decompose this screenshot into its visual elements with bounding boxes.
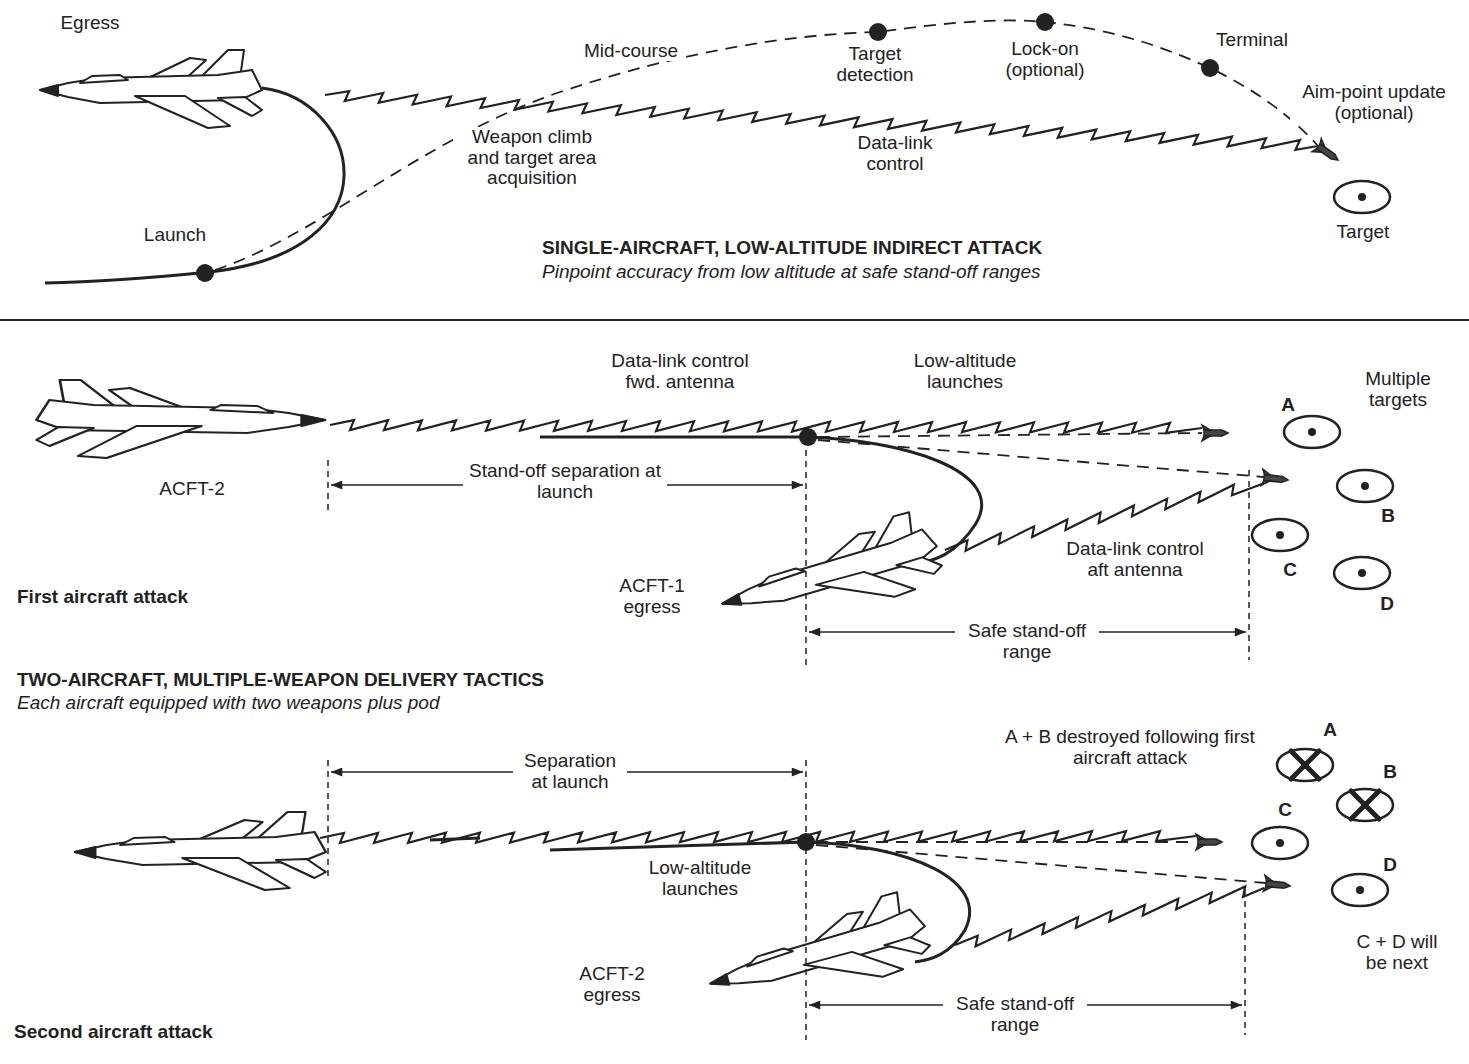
data-link-bolt	[330, 420, 1202, 433]
target-ring	[1335, 787, 1395, 823]
target-ring	[1330, 872, 1390, 908]
event-dots	[196, 13, 1219, 851]
target-letter: B	[1379, 506, 1397, 527]
annotation-label: Separation at launch	[513, 751, 627, 793]
target-circle: Target	[1332, 179, 1392, 215]
annotation-label: Aim-point update (optional)	[1290, 82, 1459, 124]
divider-line	[0, 320, 1469, 321]
target-ring	[1250, 825, 1310, 861]
annotation-label: ACFT-2 egress	[570, 964, 654, 1006]
target-circle: A	[1275, 747, 1335, 783]
target-letter: C	[1281, 560, 1299, 581]
annotation-label: Lock-on (optional)	[988, 39, 1102, 81]
panel-heading: TWO-AIRCRAFT, MULTIPLE-WEAPON DELIVERY T…	[15, 670, 546, 691]
panel-heading: Second aircraft attack	[12, 1022, 215, 1043]
target-circle: D	[1330, 872, 1390, 908]
data-link-bolt	[955, 886, 1264, 946]
annotation-label: Multiple targets	[1351, 369, 1445, 411]
annotation-label: C + D will be next	[1345, 932, 1449, 974]
target-circle: B	[1335, 468, 1395, 504]
panel-subtitle: Each aircraft equipped with two weapons …	[15, 693, 441, 714]
annotation-label: Mid-course	[582, 41, 680, 62]
data-link-bolts	[320, 91, 1318, 946]
target-label: Target	[1335, 222, 1392, 243]
aircraft	[36, 50, 946, 1020]
flight-paths	[45, 20, 1318, 962]
target-letter: D	[1381, 855, 1399, 876]
target-ring	[1332, 555, 1392, 591]
annotation-label: Terminal	[1214, 30, 1290, 51]
annotation-label: Weapon climb and target area acquisition	[458, 127, 607, 190]
annotation-label: Data-link control aft antenna	[1053, 539, 1217, 581]
panel-subtitle: Pinpoint accuracy from low altitude at s…	[540, 262, 1042, 283]
annotation-label: Egress	[58, 13, 121, 34]
annotation-label: Low-altitude launches	[901, 351, 1030, 393]
annotation-label: Data-link control fwd. antenna	[598, 351, 762, 393]
target-ring	[1282, 414, 1342, 450]
annotation-label: Target detection	[818, 44, 932, 86]
target-letter: B	[1381, 762, 1399, 783]
annotation-label: Data-link control	[843, 133, 947, 175]
target-circle: C	[1250, 825, 1310, 861]
target-letter: A	[1279, 395, 1297, 416]
annotation-label: A + B destroyed following first aircraft…	[1003, 727, 1257, 769]
annotation-label: ACFT-1 egress	[610, 576, 694, 618]
target-ring	[1332, 179, 1392, 215]
target-ring	[1275, 747, 1335, 783]
annotation-label: Launch	[142, 225, 208, 246]
annotation-label: Safe stand-off range	[943, 994, 1087, 1036]
annotation-label: Low-altitude launches	[636, 858, 765, 900]
target-circle: C	[1250, 517, 1310, 553]
target-circle: B	[1335, 787, 1395, 823]
weapons	[1196, 139, 1343, 894]
data-link-bolt	[320, 831, 1196, 843]
panel-heading: First aircraft attack	[15, 587, 190, 608]
target-circle: A	[1282, 414, 1342, 450]
annotation-label: Stand-off separation at launch	[463, 461, 667, 503]
target-letter: C	[1276, 800, 1294, 821]
target-ring	[1250, 517, 1310, 553]
panel-heading: SINGLE-AIRCRAFT, LOW-ALTITUDE INDIRECT A…	[540, 238, 1044, 259]
target-ring	[1335, 468, 1395, 504]
target-letter: D	[1378, 594, 1396, 615]
target-letter: A	[1321, 720, 1339, 741]
annotation-label: Safe stand-off range	[955, 621, 1099, 663]
target-circle: D	[1332, 555, 1392, 591]
annotation-label: ACFT-2	[157, 479, 226, 500]
